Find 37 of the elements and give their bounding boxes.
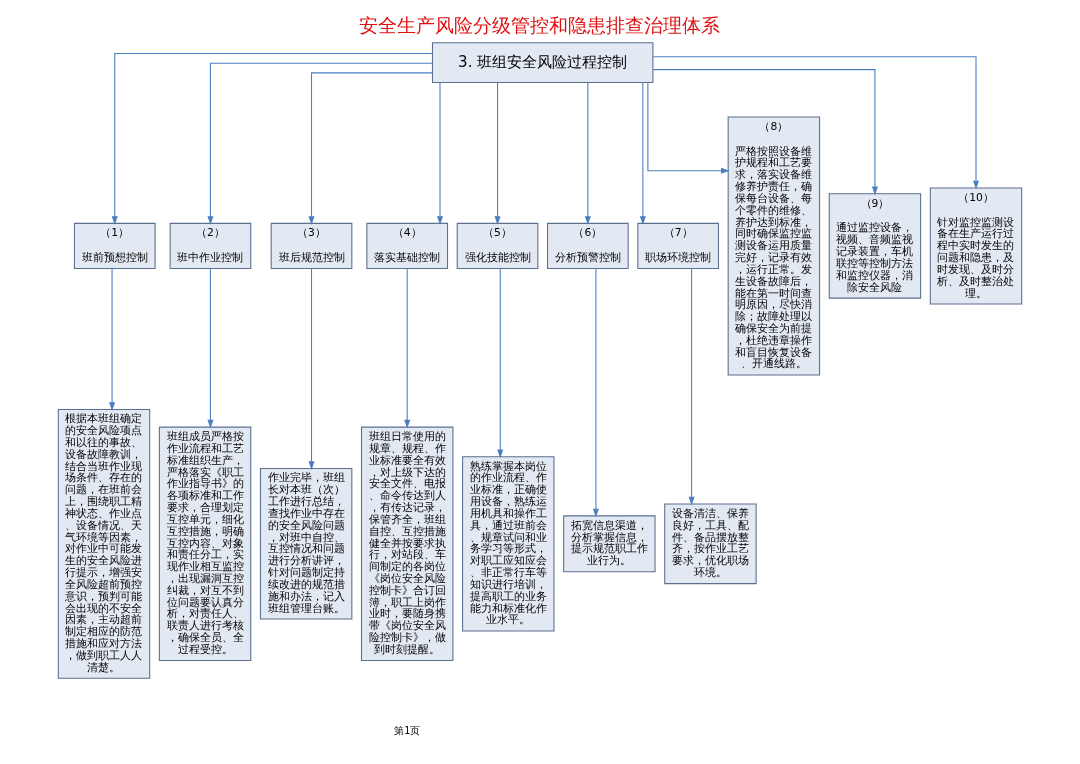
arrow xyxy=(308,72,433,225)
arrow xyxy=(207,268,214,429)
node-box: （3） 班后规范控制 xyxy=(270,222,353,270)
arrow xyxy=(111,53,433,225)
arrow xyxy=(308,268,315,470)
diagram-title: 安全生产风险分级管控和隐患排查治理体系 xyxy=(359,14,721,38)
label: 第1页 xyxy=(394,725,421,737)
node-box: （6） 分析预警控制 xyxy=(547,222,629,270)
node-box: 设备清洁、保养良好，工具、配件、备品摆放整齐，按作业工艺要求，优化职场环境。 xyxy=(664,503,757,585)
node-box: 根据本班组确定的安全风险项点和以往的事故、设备故障教训，结合当班作业现场条件、存在的问题，在班前会上，围绕职工精神状态、作业点、设备情况、天气环境等因素，对作业中可能发生的安全风险进行提示，增强安全风险超前预控意识，预判可能会出现的不安全因素，主动超前制定相应的防范措施和应对方法，做到职工人人清楚。 xyxy=(57,408,151,679)
node-box: （5） 强化技能控制 xyxy=(456,222,539,270)
arrow xyxy=(688,268,695,506)
node-box: （8） 严格按照设备维护规程和工艺要求，落实设备维修养护责任，确保每台设备、每个零件的维修、养护达到标准，同时确保监控监测设备运用质量完好，记录有效，运行正常。发生设备故障后，能在第一时间查明原因，尽快消除；故障处理以确保安全为前提，杜绝违章操作和盲目恢复设备、开通线路。 xyxy=(727,116,821,376)
arrow xyxy=(592,268,599,518)
node-box: （9） 通过监控设备，视频、音频监视记录装置，车机联控等控制方法和监控仪器，消除安全风险 xyxy=(828,193,922,299)
arrow xyxy=(437,82,444,225)
arrow xyxy=(652,69,878,196)
arrow xyxy=(647,82,730,174)
node-box: （10） 针对监控监测设备在生产运行过程中实时发生的问题和隐患，及时发现、及时分析、及时整治处理。 xyxy=(929,187,1023,305)
arrow xyxy=(652,56,980,190)
arrow xyxy=(497,268,504,459)
node-box: （4） 落实基础控制 xyxy=(366,222,449,270)
arrow xyxy=(639,82,646,225)
node-box: 熟练掌握本岗位的作业流程、作业标准，正确使用设备，熟练运用机具和操作工具，通过班前会、规章试问和业务学习等形式，对职工应知应会、非正常行车等知识进行培训，提高职工的业务能力和标准化作业水平。 xyxy=(462,456,555,632)
node-box: （1） 班前预想控制 xyxy=(73,222,156,270)
node-box: （2） 班中作业控制 xyxy=(169,222,252,270)
node-box: 拓宽信息渠道，分析掌握信息，提示规范职工作业行为。 xyxy=(563,515,656,573)
arrow xyxy=(207,62,433,225)
node-box: 作业完毕，班组长对本班（次）工作进行总结，查找作业中存在的安全风险问题，对班中自控、互控情况和问题进行分析讲评，针对问题制定持续改进的规范措施和办法，记入班组管理台账。 xyxy=(259,468,353,620)
node-box: （7） 职场环境控制 xyxy=(637,222,720,270)
arrow xyxy=(404,268,411,429)
arrow xyxy=(494,82,501,225)
node-box: 3. 班组安全风险过程控制 xyxy=(431,42,654,84)
arrow xyxy=(584,82,591,225)
arrow xyxy=(109,268,116,411)
node-box: 班组成员严格按作业流程和工艺标准组织生产，严格落实《职工作业指导书》的各项标准和工作要求，合理划定互控单元，细化互控措施，明确互控内容、对象和责任分工，实现作业相互监控，出现漏洞互控纠裁，对互不到位问题要认真分析，对责任人、联责人进行考核，确保全员、全过程受控。 xyxy=(158,426,252,661)
node-box: 班组日常使用的规章、规程、作业标准要全有效，对上级下达的安全文件、电报、命令传达到人，有传达记录，保管齐全，班组自控、互控措施健全并按要求执行，对站段、车间制定的各岗位《岗位安全风险控制卡》合订回簿，职工上岗作业时，要随身携带《岗位安全风险控制卡》，做到时刻提醒。 xyxy=(360,426,454,661)
